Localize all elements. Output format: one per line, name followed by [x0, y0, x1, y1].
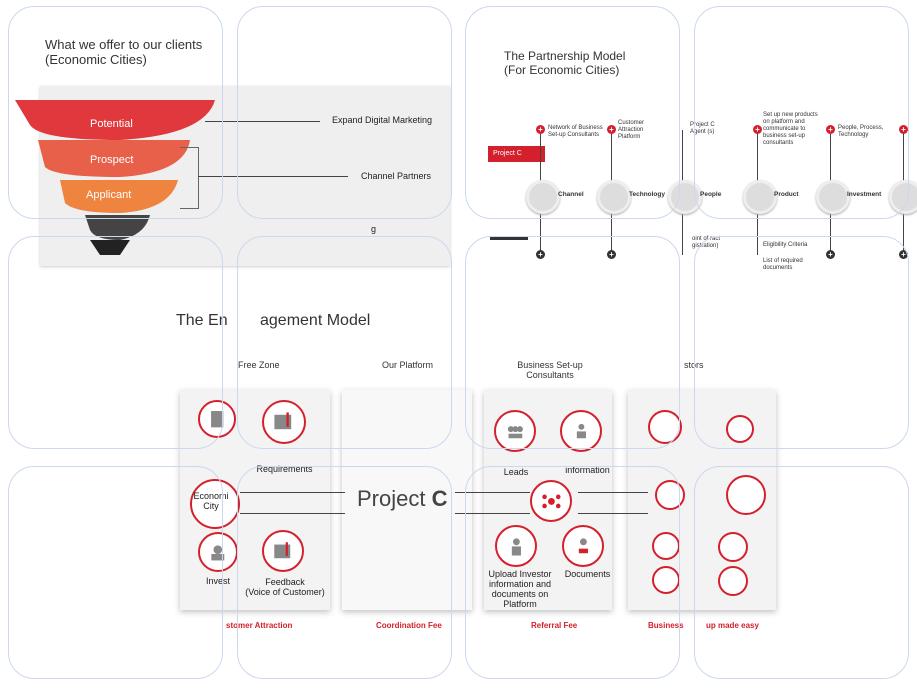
node-label: Channel: [558, 191, 584, 198]
plus-icon[interactable]: +: [899, 250, 908, 259]
upload-label: Upload Investor information and document…: [488, 569, 552, 609]
group-icon: [718, 566, 748, 596]
funnel-label-applicant: Applicant: [86, 189, 132, 201]
node-product: [743, 180, 777, 214]
node-technology: [597, 180, 631, 214]
node-investment: [816, 180, 850, 214]
plus-icon[interactable]: +: [536, 125, 545, 134]
plus-icon[interactable]: +: [536, 250, 545, 259]
output-channel-partners: Channel Partners: [361, 171, 432, 181]
column-head: stors: [684, 360, 704, 370]
note: List of required documents: [763, 258, 803, 271]
project-c-logo: Project C: [357, 486, 448, 511]
funnel-graphic: [15, 100, 215, 255]
group-icon: [655, 480, 685, 510]
node-people: [668, 180, 702, 214]
slide-partnership: The Partnership Model (For Economic Citi…: [460, 0, 917, 271]
group-icon: [648, 410, 682, 444]
plus-icon[interactable]: +: [607, 125, 616, 134]
column-head: Business Set-up Consultants: [517, 360, 583, 380]
note: Set up new products on platform and comm…: [763, 112, 818, 146]
footer-made-easy: up made easy: [706, 621, 759, 630]
economic-city-label: Economi City: [193, 491, 229, 511]
group-icon: [652, 532, 680, 560]
note: Network of Business Set-up Consultants: [548, 125, 603, 138]
plus-icon[interactable]: +: [753, 125, 762, 134]
feedback-icon: [262, 530, 304, 572]
city-icon: [190, 479, 240, 529]
dark-bar: [490, 236, 528, 240]
funnel-label-prospect: Prospect: [90, 154, 134, 166]
network-icon: [530, 480, 572, 522]
person-laptop-icon: [562, 525, 604, 567]
leads-label: Leads: [503, 467, 529, 477]
plus-icon[interactable]: +: [607, 250, 616, 259]
column-head: Our Platform: [382, 360, 434, 370]
slide-title: What we offer to our clients (Economic C…: [45, 37, 203, 67]
slide-title-part: The En: [176, 312, 228, 329]
slide-title: The Partnership Model (For Economic Citi…: [504, 49, 626, 77]
slide-offer: What we offer to our clients (Economic C…: [0, 0, 460, 270]
note: Project C Agent (s): [690, 122, 715, 135]
node-channel: [526, 180, 560, 214]
document-icon: [198, 400, 236, 438]
footer-referral-fee: Referral Fee: [531, 621, 578, 630]
documents-label: Documents: [564, 569, 611, 579]
plus-icon[interactable]: +: [826, 250, 835, 259]
column-head: Free Zone: [238, 360, 280, 370]
scroll-icon: [262, 400, 306, 444]
output-marketing: Expand Digital Marketing: [332, 115, 433, 125]
requirements-label: Requirements: [256, 464, 313, 474]
feedback-label: Feedback (Voice of Customer): [245, 577, 325, 597]
investor-label: Invest: [205, 576, 230, 586]
text-fragment: g: [371, 224, 377, 234]
team-icon: [495, 525, 537, 567]
node-extra: [889, 180, 917, 214]
footer-business: Business: [648, 621, 684, 630]
slide-engagement: The En agement Model Free Zone Our Platf…: [0, 270, 917, 688]
plus-icon[interactable]: +: [826, 125, 835, 134]
slide-title-part: agement Model: [260, 312, 371, 329]
arrow-right: [578, 492, 648, 493]
group-icon: [652, 566, 680, 594]
node-label: Investment: [847, 191, 882, 198]
arrow-left: [578, 513, 648, 514]
note: Eligibility Criteria: [763, 242, 808, 248]
bracket-line: [180, 147, 199, 209]
node-label: Technology: [629, 191, 665, 198]
plus-icon[interactable]: +: [899, 125, 908, 134]
group-icon: [726, 415, 754, 443]
footer-coordination-fee: Coordination Fee: [376, 621, 442, 630]
funnel-label-potential: Potential: [90, 118, 133, 130]
project-c-tag: Project C: [488, 146, 545, 162]
connector-line: [205, 121, 320, 122]
group-icon: [718, 532, 748, 562]
connector-line: [198, 176, 348, 177]
arrow-left: [455, 513, 530, 514]
group-icon: [494, 410, 536, 452]
meeting-icon: [560, 410, 602, 452]
footer-customer-attraction: stomer Attraction: [226, 621, 293, 630]
node-label: Product: [774, 191, 799, 198]
note: oint of ract gistration): [692, 236, 721, 249]
arrow-right: [240, 492, 345, 493]
information-label: information: [565, 465, 610, 475]
group-icon: [726, 475, 766, 515]
note: People, Process, Technology: [838, 125, 884, 138]
node-label: People: [700, 191, 722, 198]
arrow-left: [240, 513, 345, 514]
investor-icon: [198, 532, 238, 572]
arrow-right: [455, 492, 530, 493]
panel-platform: [342, 390, 472, 610]
note: Customer Attraction Platform: [618, 120, 645, 140]
